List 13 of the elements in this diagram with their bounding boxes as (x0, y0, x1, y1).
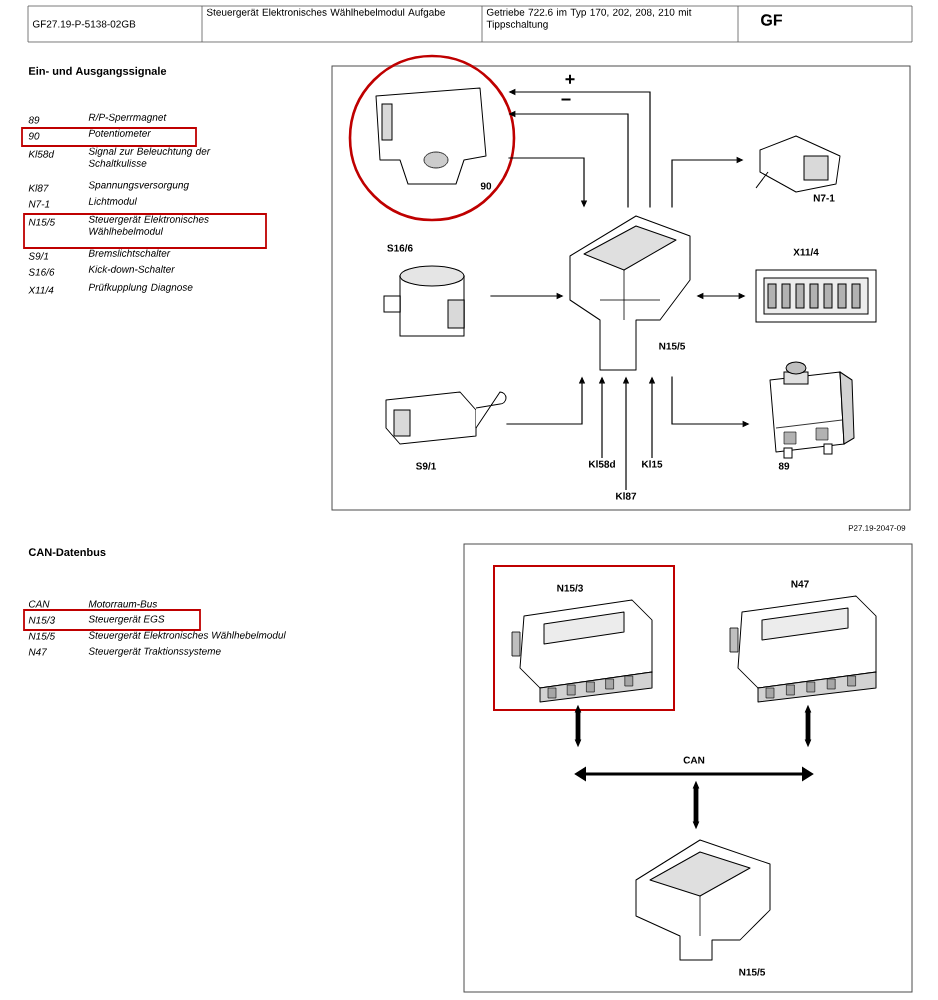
connector-drawing (755, 269, 877, 323)
switch-drawing (383, 265, 465, 337)
control-unit-drawing (729, 595, 877, 703)
control-unit-drawing (511, 599, 653, 703)
control-unit-drawing (569, 215, 691, 371)
edge-label: − (559, 97, 573, 107)
header-cell: GF (761, 14, 783, 26)
potentiometer-drawing (375, 87, 487, 185)
solenoid-drawing (769, 361, 855, 459)
edge-label: + (563, 73, 577, 87)
control-unit-drawing (635, 839, 771, 961)
light-module-drawing (755, 135, 841, 193)
switch-drawing (385, 391, 507, 445)
